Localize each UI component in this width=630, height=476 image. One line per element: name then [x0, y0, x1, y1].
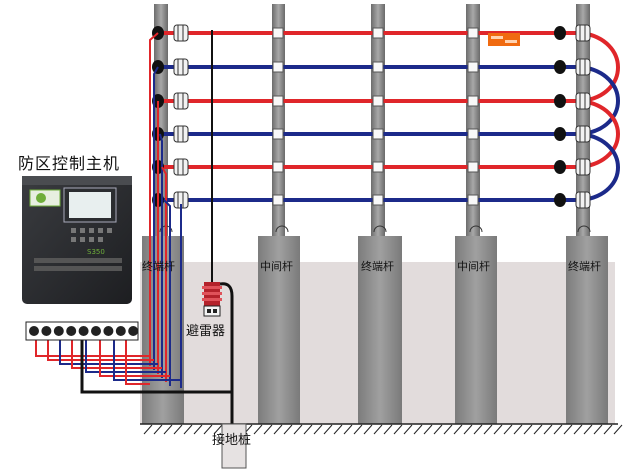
insulator-icon [554, 92, 591, 110]
warning-sign-icon [488, 33, 520, 46]
wire-clip [467, 128, 479, 140]
wire-clip [467, 161, 479, 173]
wire-clip [372, 61, 384, 73]
post-label-4: 中间杆 [457, 260, 490, 273]
insulator-icon [554, 191, 591, 209]
wire-clips [272, 27, 479, 206]
lightning-arrester-icon [202, 282, 222, 317]
post-label-3: 终端杆 [361, 260, 394, 273]
post-label-1: 终端杆 [142, 260, 175, 273]
wire-clip [272, 128, 284, 140]
insulator-icon [554, 58, 591, 76]
controller-title: 防区控制主机 [18, 154, 121, 173]
insulator-icon [554, 125, 591, 143]
ground-hatch [143, 424, 623, 435]
post-base-2 [258, 236, 300, 424]
wire-clip [272, 161, 284, 173]
wire-clip [467, 194, 479, 206]
ground-post [221, 423, 247, 469]
wire-clip [372, 128, 384, 140]
terminal-block [25, 321, 139, 341]
wire-clip [372, 27, 384, 39]
bus-wires [35, 340, 181, 385]
fence-wires [158, 31, 620, 202]
insulator-icon [554, 24, 591, 42]
post-base-3 [358, 236, 402, 424]
wire-clip [372, 95, 384, 107]
wire-clip [272, 61, 284, 73]
lightning-arrester-label: 避雷器 [186, 324, 226, 339]
wire-clip [372, 194, 384, 206]
post-base-5 [566, 236, 608, 424]
wire-clip [467, 95, 479, 107]
controller-unit-icon [22, 176, 132, 304]
post-label-5: 终端杆 [568, 260, 601, 273]
feeder-wires [149, 32, 182, 388]
post-base-4 [455, 236, 497, 424]
wire-clip [467, 27, 479, 39]
ground-wire [80, 282, 234, 394]
wire-clip [272, 95, 284, 107]
ground-post-label: 接地桩 [212, 433, 252, 448]
controller-model: S350 [87, 248, 105, 256]
wire-clip [272, 194, 284, 206]
wire-clip [372, 161, 384, 173]
insulator-icon [554, 158, 591, 176]
wire-clip [467, 61, 479, 73]
wire-clip [272, 27, 284, 39]
post-label-2: 中间杆 [260, 260, 293, 273]
